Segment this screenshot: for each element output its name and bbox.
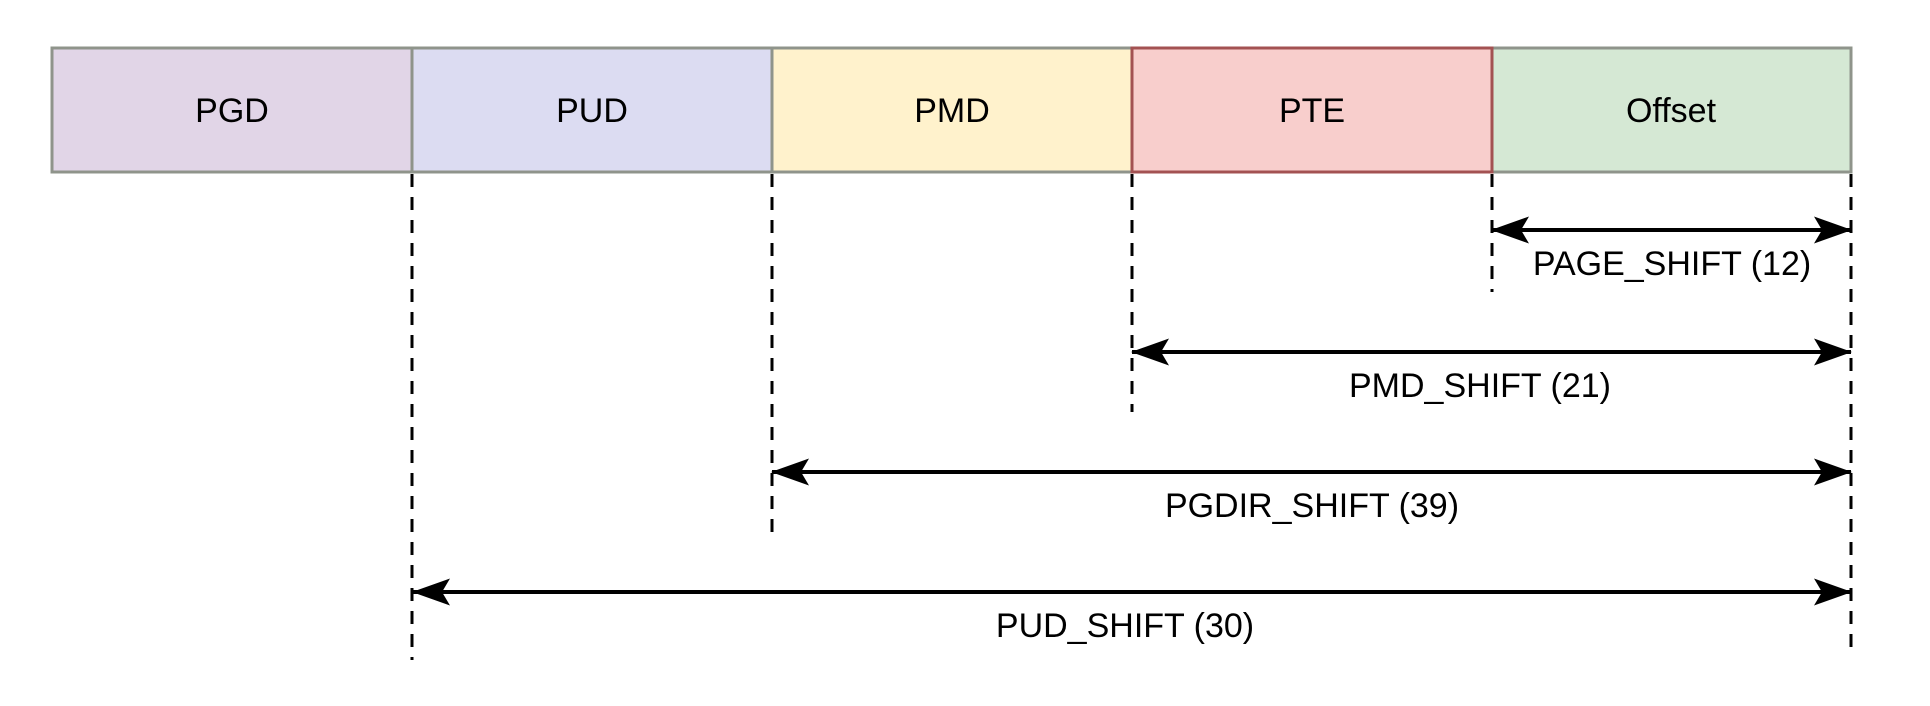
segment-label-pte: PTE <box>1279 92 1345 130</box>
segment-label-pgd: PGD <box>195 92 269 130</box>
segment-pte <box>1130 46 1494 174</box>
segment-label-pmd: PMD <box>914 92 990 130</box>
pgdir-shift-label: PGDIR_SHIFT (39) <box>1165 487 1459 525</box>
pmd-shift-label: PMD_SHIFT (21) <box>1349 367 1611 405</box>
shift-annotations: PAGE_SHIFT (12) PMD_SHIFT (21) PGDIR_SHI… <box>412 216 1852 645</box>
segment-pud <box>410 46 774 174</box>
segment-label-pud: PUD <box>556 92 628 130</box>
pud-shift-label: PUD_SHIFT (30) <box>996 607 1254 645</box>
segment-pgd <box>50 46 414 174</box>
segment-pmd <box>770 46 1134 174</box>
segment-label-offset: Offset <box>1626 92 1717 130</box>
page-shift-label: PAGE_SHIFT (12) <box>1533 245 1811 283</box>
segment-offset <box>1490 46 1853 174</box>
address-bar: PGD PUD PMD PTE Offset <box>50 46 1853 174</box>
